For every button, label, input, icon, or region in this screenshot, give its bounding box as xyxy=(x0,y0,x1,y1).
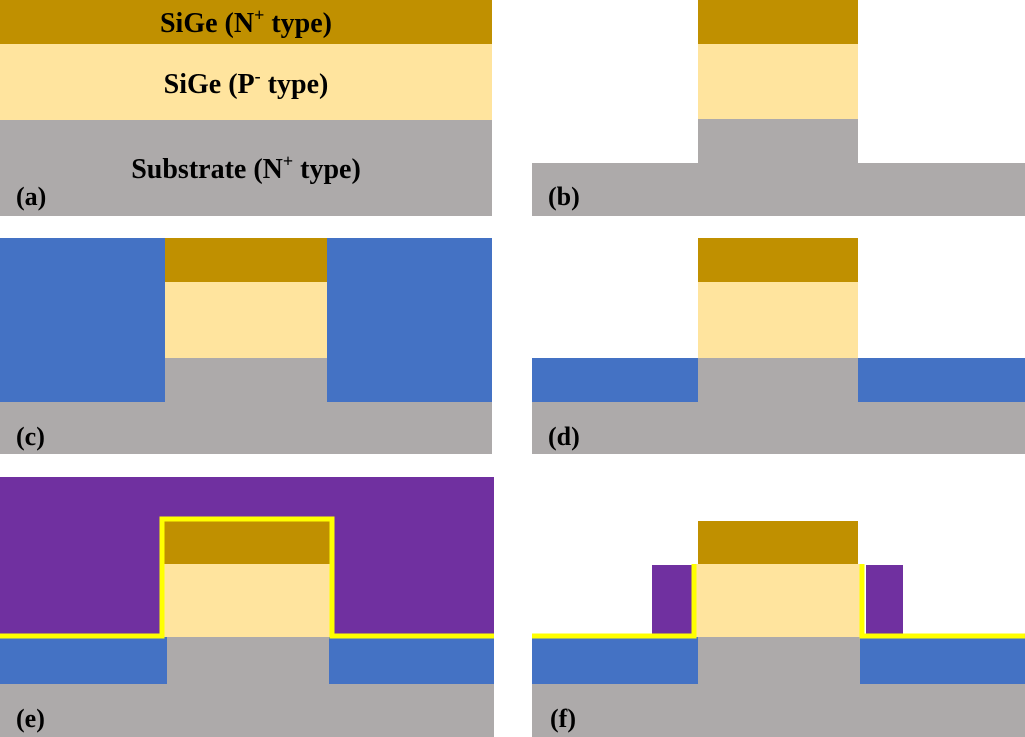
substrate-mesa xyxy=(165,358,327,402)
substrate-mesa xyxy=(167,637,329,684)
p-minus-sige-layer xyxy=(698,282,858,358)
substrate-layer xyxy=(0,684,494,737)
p-minus-sige-layer xyxy=(163,564,331,637)
substrate-layer xyxy=(0,120,492,216)
panel-label-b: (b) xyxy=(548,182,580,211)
panel-label-c: (c) xyxy=(16,422,45,451)
p-minus-sige-label: SiGe (P- type) xyxy=(164,66,329,100)
spacer-right xyxy=(866,565,903,635)
substrate-mesa xyxy=(698,358,858,402)
panel-e: (e) xyxy=(0,477,494,737)
n-plus-sige-layer xyxy=(698,0,858,44)
oxide-right xyxy=(327,238,492,402)
p-minus-sige-layer xyxy=(165,282,327,358)
panel-b: (b) xyxy=(532,0,1025,216)
n-plus-sige-layer xyxy=(698,238,858,282)
oxide-right xyxy=(858,358,1025,402)
n-plus-sige-layer xyxy=(165,238,327,282)
substrate-mesa xyxy=(698,119,858,163)
panel-f: (f) xyxy=(532,521,1025,737)
oxide-right xyxy=(329,637,494,684)
substrate-layer xyxy=(532,163,1025,216)
substrate-mesa xyxy=(698,637,860,684)
substrate-layer xyxy=(0,402,492,454)
substrate-label: Substrate (N+ type) xyxy=(131,151,361,185)
oxide-left xyxy=(532,637,698,684)
n-plus-sige-layer xyxy=(0,0,492,44)
substrate-layer xyxy=(532,684,1025,737)
panel-a: SiGe (N+ type) SiGe (P- type) Substrate … xyxy=(0,0,492,216)
p-minus-sige-layer xyxy=(0,44,492,120)
panel-label-a: (a) xyxy=(16,182,46,211)
n-plus-sige-layer xyxy=(698,521,858,564)
panel-c: (c) xyxy=(0,238,492,454)
p-minus-sige-layer xyxy=(698,44,858,119)
n-plus-sige-layer xyxy=(163,519,331,564)
oxide-right xyxy=(860,637,1025,684)
panel-label-d: (d) xyxy=(548,422,580,451)
liner-outline xyxy=(0,516,494,639)
panel-d: (d) xyxy=(532,238,1025,454)
oxide-left xyxy=(532,358,698,402)
liner-left xyxy=(532,564,697,639)
panel-label-e: (e) xyxy=(16,704,45,733)
panel-label-f: (f) xyxy=(550,704,576,733)
p-minus-sige-layer xyxy=(696,564,862,637)
spacer-left xyxy=(652,565,692,635)
oxide-left xyxy=(0,637,167,684)
oxide-left xyxy=(0,238,165,402)
n-plus-sige-label: SiGe (N+ type) xyxy=(160,5,332,39)
substrate-layer xyxy=(532,402,1025,454)
liner-right xyxy=(859,564,1025,639)
